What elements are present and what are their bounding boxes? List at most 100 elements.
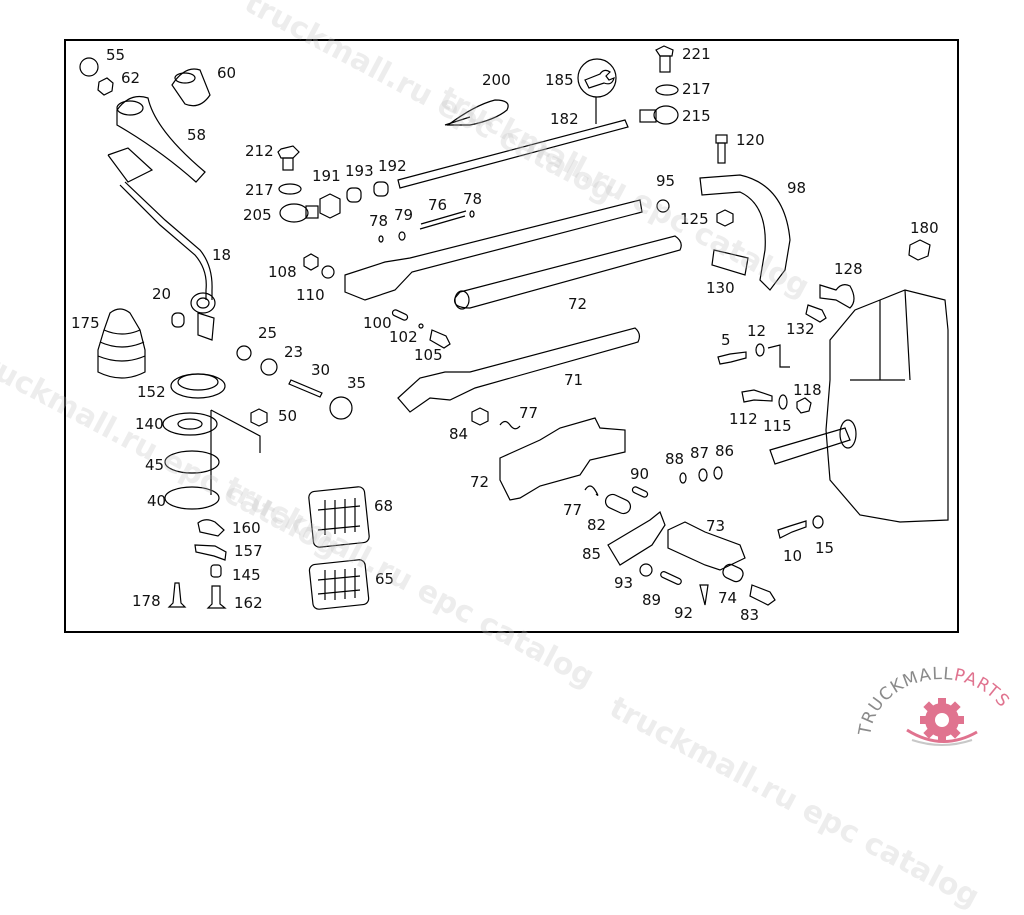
part-193-bushing[interactable] [346, 187, 362, 203]
part-87-washer[interactable] [698, 468, 708, 482]
callout-71[interactable]: 71 [564, 371, 584, 389]
part-78-ball-a[interactable] [378, 235, 384, 243]
part-23-bushing[interactable] [260, 358, 278, 376]
part-128-joint[interactable] [819, 284, 855, 309]
callout-79[interactable]: 79 [394, 206, 414, 224]
callout-78-b[interactable]: 78 [463, 190, 483, 208]
part-18-shift-lever[interactable] [119, 184, 207, 300]
callout-140[interactable]: 140 [135, 415, 164, 433]
part-45-plate[interactable] [164, 450, 220, 474]
callout-125[interactable]: 125 [680, 210, 709, 228]
callout-78-a[interactable]: 78 [369, 212, 389, 230]
part-40-plate[interactable] [164, 486, 220, 510]
part-145-bushing[interactable] [210, 564, 222, 578]
callout-72-b[interactable]: 72 [470, 473, 490, 491]
callout-180[interactable]: 180 [910, 219, 939, 237]
callout-72-a[interactable]: 72 [568, 295, 588, 313]
callout-88[interactable]: 88 [665, 450, 685, 468]
part-84-nut[interactable] [471, 407, 489, 426]
part-157-clamp[interactable] [194, 544, 227, 561]
part-205-banjo-fitting[interactable] [279, 203, 309, 223]
callout-35[interactable]: 35 [347, 374, 367, 392]
part-86-washer[interactable] [713, 466, 723, 480]
part-74-bushing[interactable] [721, 562, 745, 583]
part-60-knob[interactable] [171, 68, 211, 107]
callout-60[interactable]: 60 [217, 64, 237, 82]
part-180-nut[interactable] [908, 239, 931, 261]
callout-85[interactable]: 85 [582, 545, 602, 563]
callout-205[interactable]: 205 [243, 206, 272, 224]
part-35-bushing[interactable] [329, 396, 353, 420]
callout-132[interactable]: 132 [786, 320, 815, 338]
part-65-shift-pattern-plate[interactable] [308, 559, 370, 610]
callout-92[interactable]: 92 [674, 604, 694, 622]
part-71-shift-rod[interactable] [397, 327, 641, 413]
callout-152[interactable]: 152 [137, 383, 166, 401]
callout-83[interactable]: 83 [740, 606, 760, 624]
part-55-ball[interactable] [79, 57, 99, 77]
callout-100[interactable]: 100 [363, 314, 392, 332]
callout-217[interactable]: 217 [245, 181, 274, 199]
part-15-washer[interactable] [812, 515, 824, 529]
callout-118[interactable]: 118 [793, 381, 822, 399]
callout-93[interactable]: 93 [614, 574, 634, 592]
callout-212[interactable]: 212 [245, 142, 274, 160]
part-95-clip[interactable] [656, 199, 670, 213]
callout-112[interactable]: 112 [729, 410, 758, 428]
callout-115[interactable]: 115 [763, 417, 792, 435]
part-132-bolt[interactable] [805, 304, 827, 323]
callout-87[interactable]: 87 [690, 444, 710, 462]
part-200-cable-tie[interactable] [446, 99, 509, 126]
callout-157[interactable]: 157 [234, 542, 263, 560]
callout-68[interactable]: 68 [374, 497, 394, 515]
part-88-washer[interactable] [679, 472, 687, 484]
callout-192[interactable]: 192 [378, 157, 407, 175]
part-118-nut[interactable] [796, 397, 812, 414]
part-160-clamp[interactable] [197, 519, 225, 537]
callout-108[interactable]: 108 [268, 263, 297, 281]
callout-45[interactable]: 45 [145, 456, 165, 474]
callout-193[interactable]: 193 [345, 162, 374, 180]
part-108-nut[interactable] [303, 253, 319, 271]
callout-130[interactable]: 130 [706, 279, 735, 297]
part-125-nut[interactable] [716, 209, 734, 227]
part-30-pin[interactable] [288, 379, 323, 398]
callout-86[interactable]: 86 [715, 442, 735, 460]
part-68-shift-pattern-plate[interactable] [308, 486, 370, 548]
part-72-shift-carrier[interactable] [499, 417, 626, 501]
part-5-bolt[interactable] [717, 351, 747, 365]
part-25-circlip[interactable] [236, 345, 252, 361]
part-shift-fork-upper[interactable] [344, 199, 643, 301]
part-73-lever[interactable] [667, 521, 746, 571]
part-182-rod[interactable] [397, 119, 629, 189]
callout-77-a[interactable]: 77 [519, 404, 539, 422]
callout-65[interactable]: 65 [375, 570, 395, 588]
callout-20[interactable]: 20 [152, 285, 172, 303]
callout-84[interactable]: 84 [449, 425, 469, 443]
callout-40[interactable]: 40 [147, 492, 167, 510]
callout-215[interactable]: 215 [682, 107, 711, 125]
callout-10[interactable]: 10 [783, 547, 803, 565]
part-90-pin[interactable] [631, 486, 649, 498]
part-79-ball[interactable] [398, 231, 406, 241]
part-83-bolt[interactable] [749, 584, 776, 606]
part-76-spring[interactable] [419, 210, 467, 230]
callout-73[interactable]: 73 [706, 517, 726, 535]
callout-160[interactable]: 160 [232, 519, 261, 537]
callout-217-b[interactable]: 217 [682, 80, 711, 98]
part-215-banjo-fitting[interactable] [653, 105, 679, 125]
part-152-cover[interactable] [170, 373, 226, 399]
part-105-bolt[interactable] [429, 329, 451, 349]
part-10-bolt[interactable] [777, 520, 807, 539]
part-93-washer[interactable] [639, 563, 653, 577]
part-78-ball-b[interactable] [469, 210, 475, 218]
callout-145[interactable]: 145 [232, 566, 261, 584]
part-112-bolt[interactable] [741, 389, 773, 403]
part-175-rubber-boot[interactable] [97, 308, 146, 379]
callout-90[interactable]: 90 [630, 465, 650, 483]
part-140-plate[interactable] [162, 412, 218, 436]
callout-182[interactable]: 182 [550, 110, 579, 128]
callout-95[interactable]: 95 [656, 172, 676, 190]
callout-120[interactable]: 120 [736, 131, 765, 149]
part-50-nut[interactable] [250, 408, 268, 427]
